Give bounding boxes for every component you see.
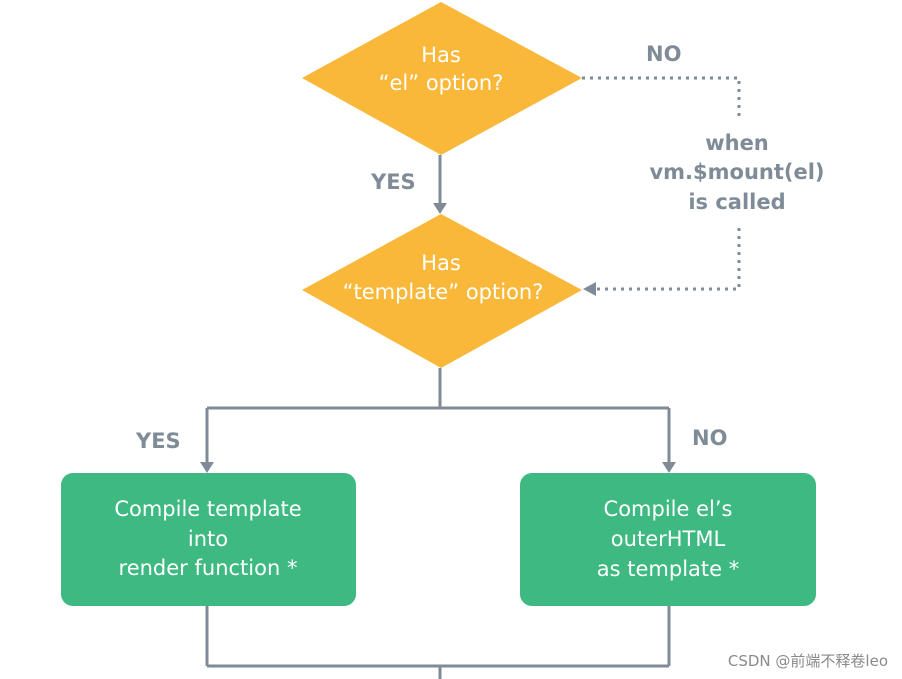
decision-el-line1: Has (421, 43, 461, 67)
label-yes-left: YES (135, 429, 181, 453)
arrowhead-to-template (433, 203, 447, 214)
label-mount-line3: is called (688, 190, 785, 214)
decision-template-shape (302, 214, 582, 368)
label-no-top: NO (646, 42, 681, 66)
connector-no-dotted-top (582, 76, 741, 118)
decision-el-shape (302, 2, 582, 155)
box-right-line2: outerHTML (611, 527, 726, 551)
connector-no-dotted-bottom (596, 228, 741, 291)
arrowhead-to-left-box (200, 462, 214, 473)
decision-template-line1: Has (421, 251, 461, 275)
decision-el-line2: “el” option? (379, 71, 504, 95)
label-mount-line2: vm.$mount(el) (649, 160, 824, 184)
arrowhead-to-right-box (662, 462, 676, 473)
decision-template-line2: “template” option? (343, 280, 544, 304)
box-left-line3: render function * (119, 556, 298, 580)
label-no-right: NO (692, 426, 727, 450)
box-right-line1: Compile el’s (604, 497, 733, 521)
label-yes-mid: YES (370, 170, 416, 194)
box-left-line2: into (188, 527, 228, 551)
watermark: CSDN @前端不释卷leo (727, 652, 888, 670)
label-mount-line1: when (705, 131, 769, 155)
arrowhead-dotted-into-template (583, 282, 596, 296)
box-left-line1: Compile template (114, 497, 301, 521)
box-right-line3: as template * (597, 557, 739, 581)
box-compile-outerhtml (520, 473, 816, 606)
box-compile-template (61, 473, 356, 606)
connectors (205, 76, 741, 679)
